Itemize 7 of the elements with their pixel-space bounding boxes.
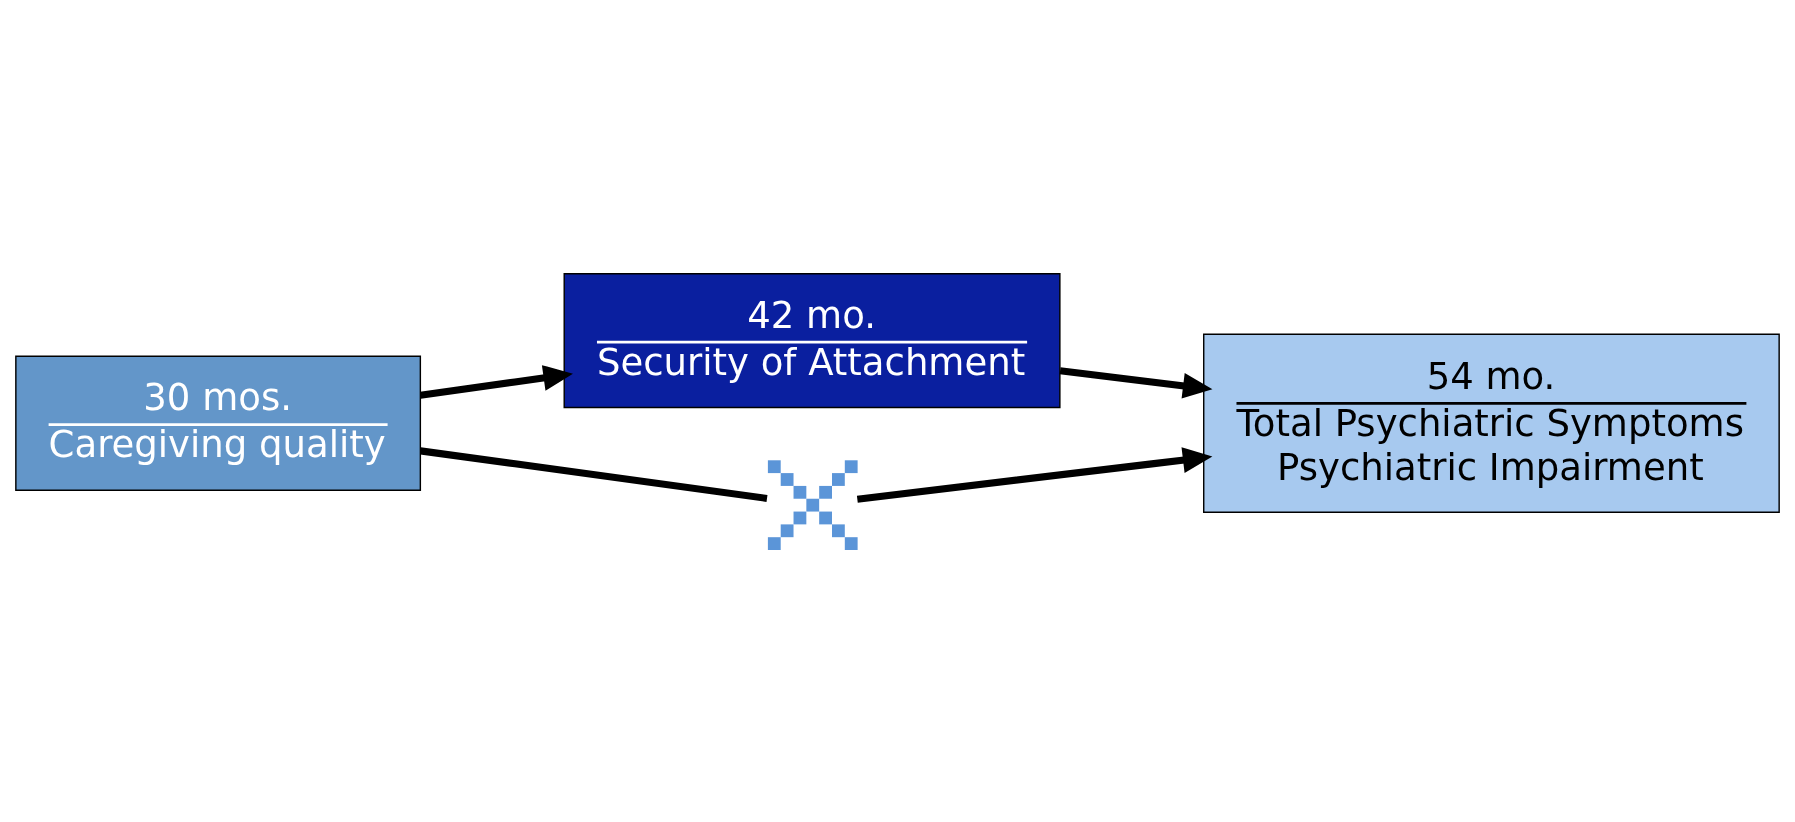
node-box: 54 mo. Total Psychiatric Symptoms Psychiatric Impairment [1203,333,1780,513]
node-box: 42 mo. Security of Attachment [563,272,1061,408]
connector [420,446,768,502]
arrow [856,446,1213,503]
arrow [419,364,573,399]
node-box: 30 mos. Caregiving quality [15,355,422,491]
arrow [1059,366,1213,399]
